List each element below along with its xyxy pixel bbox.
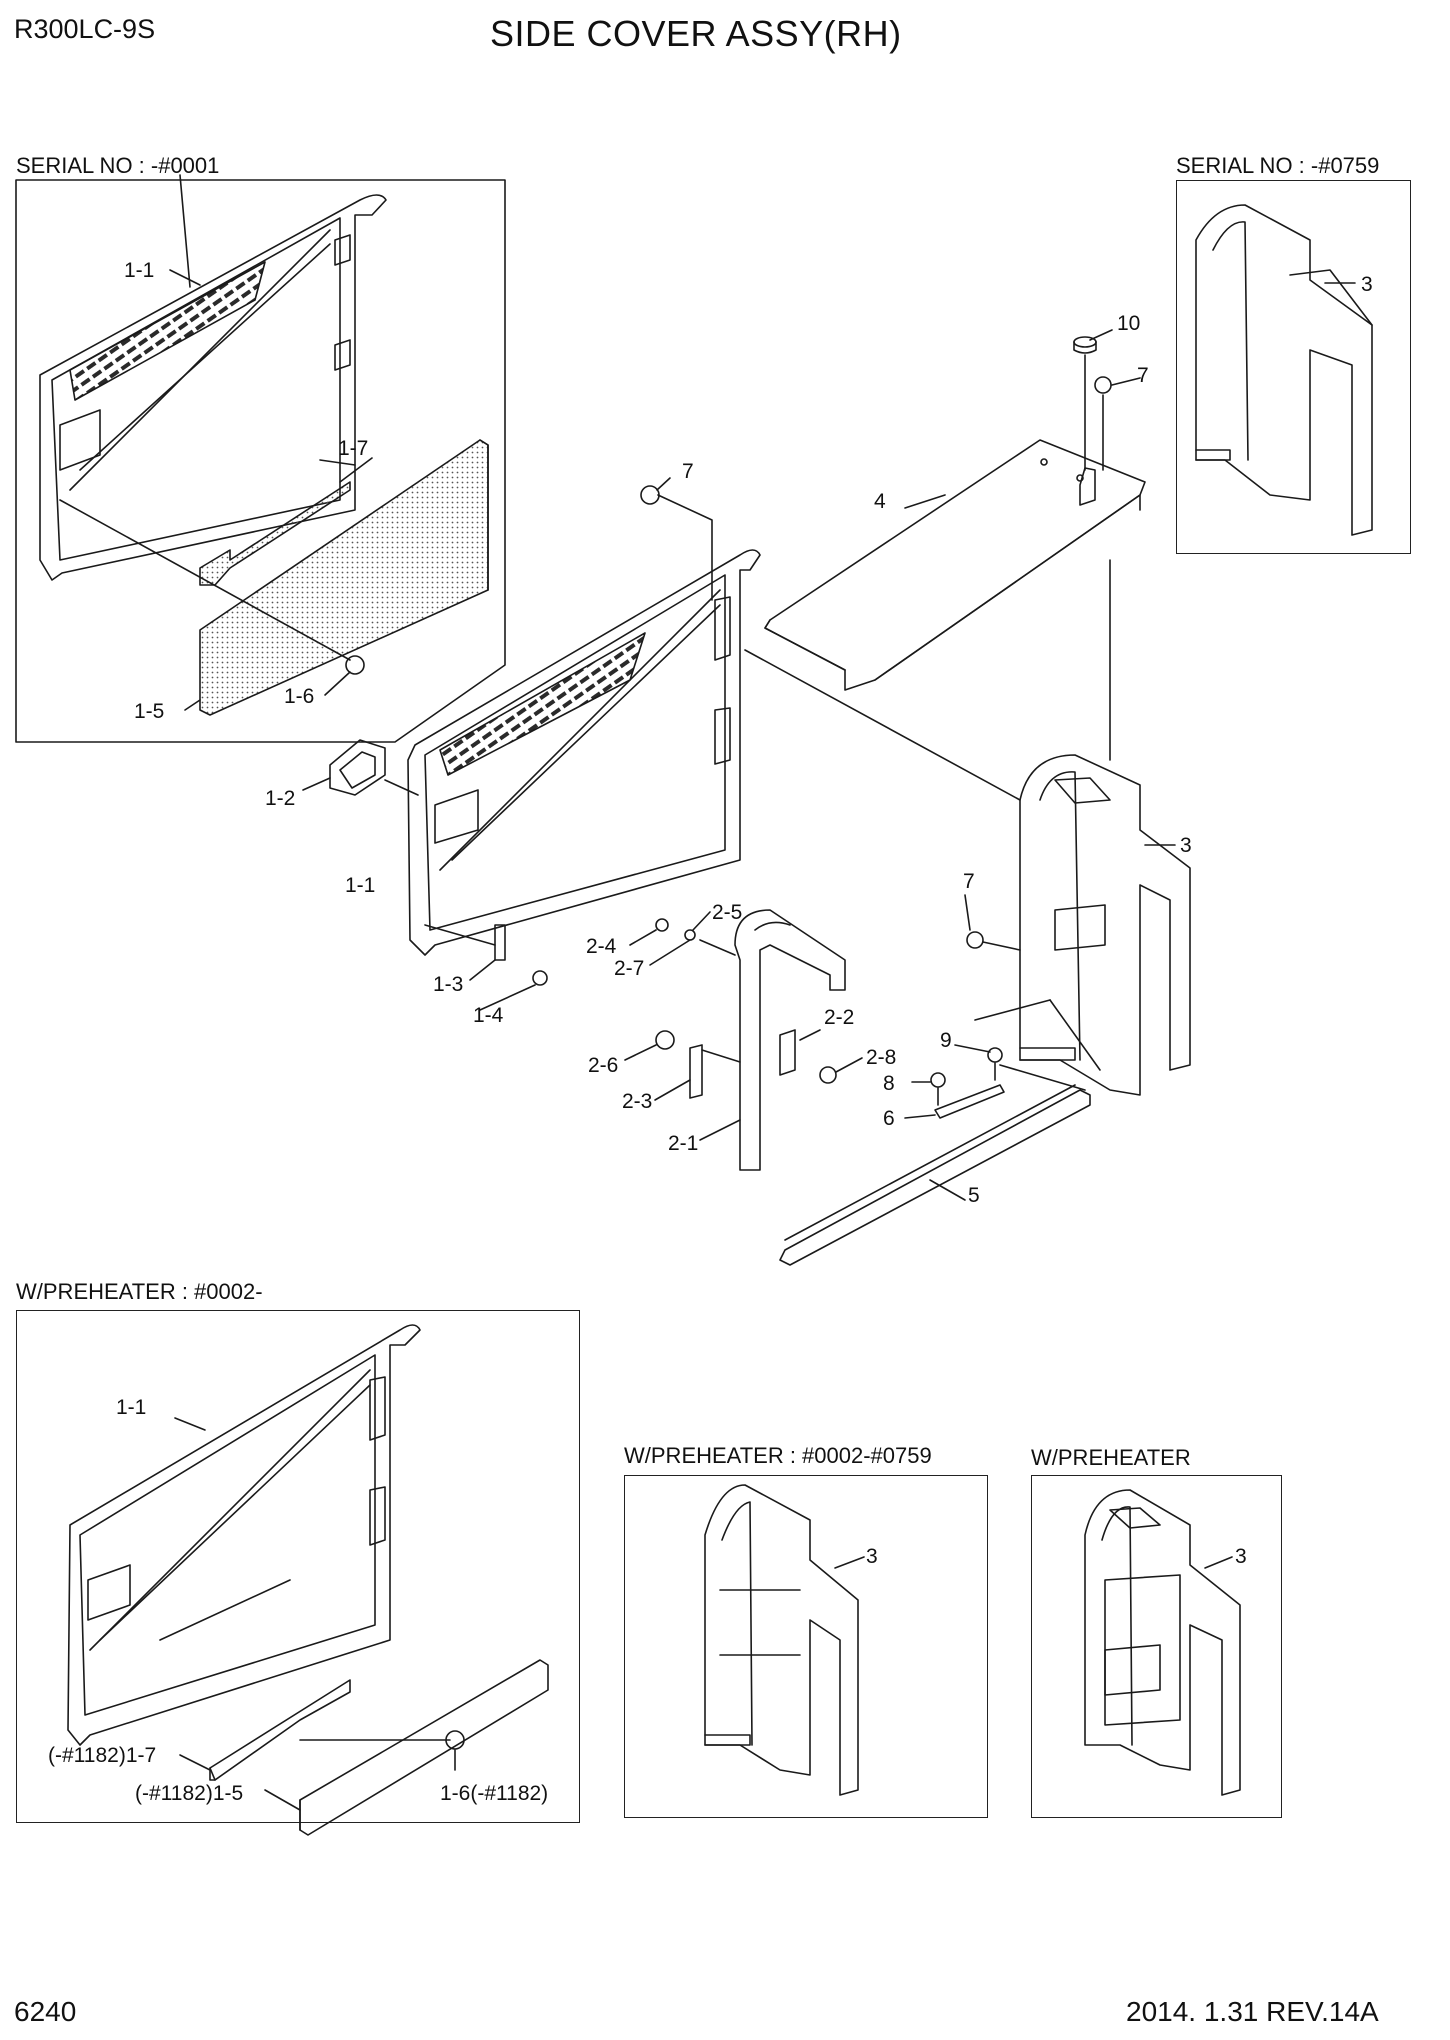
callout-1-4: 1-4 (473, 1004, 504, 1027)
link-6 (934, 1084, 1005, 1119)
callout-9: 9 (940, 1029, 952, 1052)
section-label-preheater-0002-0759: W/PREHEATER : #0002-#0759 (624, 1443, 932, 1468)
inset-box-preheater-0002-0759 (624, 1475, 988, 1818)
inset-box-preheater (1031, 1475, 1282, 1818)
bracket-2-3 (689, 1044, 703, 1099)
bracket-1-3 (494, 924, 506, 961)
bolt-2-8 (819, 1066, 837, 1084)
callout-8: 8 (883, 1072, 895, 1095)
bl-foam-1-7 (209, 1679, 351, 1781)
stay-2-1 (734, 909, 846, 1171)
callout-2-6: 2-6 (588, 1054, 618, 1077)
rail-5 (779, 1089, 1091, 1266)
callout-tl-1-5: 1-5 (134, 700, 164, 723)
tl-foam-1-7 (199, 481, 351, 586)
callout-2-4: 2-4 (586, 935, 617, 958)
tl-clip-1-6 (345, 655, 365, 675)
inset-box-serial-0759 (1176, 180, 1411, 554)
callout-1-2: 1-2 (265, 787, 295, 810)
callout-4: 4 (874, 490, 886, 513)
bolt-2-4 (655, 918, 669, 932)
callout-7-mid: 7 (682, 460, 694, 483)
section-label-serial-0001: SERIAL NO : -#0001 (16, 153, 220, 178)
tl-foam-1-5 (199, 439, 489, 716)
bolt-1-4 (532, 970, 548, 986)
model-number: R300LC-9S (14, 14, 156, 44)
callout-7-top: 7 (1137, 364, 1149, 387)
callout-2-5: 2-5 (712, 901, 742, 924)
callout-1-1: 1-1 (345, 874, 375, 897)
bolt-7-top (1094, 376, 1112, 394)
revision-date: 2014. 1.31 REV.14A (1126, 1996, 1379, 2027)
center-plate-4 (764, 439, 1146, 691)
callout-bl-1-5: (-#1182)1-5 (135, 1782, 243, 1805)
latch-1-2 (329, 739, 386, 796)
callout-tl-1-1: 1-1 (124, 259, 154, 282)
br-bracket-3 (1084, 1489, 1241, 1796)
section-label-preheater: W/PREHEATER (1031, 1445, 1191, 1470)
callout-2-8: 2-8 (866, 1046, 896, 1069)
tr-bracket-3 (1195, 204, 1373, 536)
callout-2-7: 2-7 (614, 957, 644, 980)
callout-br-3: 3 (1235, 1545, 1247, 1568)
callout-bl-1-7: (-#1182)1-7 (48, 1744, 156, 1767)
callout-5: 5 (968, 1184, 980, 1207)
center-bracket-3 (1019, 754, 1191, 1096)
callout-tr-3: 3 (1361, 273, 1373, 296)
bolt-7-low (966, 931, 984, 949)
callout-bm-3: 3 (866, 1545, 878, 1568)
page-number: 6240 (14, 1996, 77, 2027)
callout-2-2: 2-2 (824, 1006, 854, 1029)
bm-bracket-3 (704, 1484, 859, 1796)
bracket-2-2 (779, 1029, 796, 1076)
section-label-serial-0759: SERIAL NO : -#0759 (1176, 153, 1380, 178)
callout-6: 6 (883, 1107, 895, 1130)
callout-3: 3 (1180, 834, 1192, 857)
callout-tl-1-6: 1-6 (284, 685, 314, 708)
callout-2-3: 2-3 (622, 1090, 652, 1113)
section-label-preheater-0002: W/PREHEATER : #0002- (16, 1279, 263, 1304)
tl-side-cover-panel (39, 194, 387, 581)
inset-box-preheater-0002 (16, 1310, 580, 1823)
bl-side-cover-panel (67, 1324, 421, 1746)
inset-box-serial-0001 (15, 179, 506, 743)
callout-tl-1-7: 1-7 (338, 437, 368, 460)
bolt-7-mid (640, 485, 660, 505)
callout-bl-1-1: 1-1 (116, 1396, 146, 1419)
callout-7-low: 7 (963, 870, 975, 893)
washer-2-5 (684, 929, 696, 941)
bolt-2-6 (655, 1030, 675, 1050)
bolt-9 (987, 1047, 1003, 1063)
bolt-8 (930, 1072, 946, 1088)
page-title: SIDE COVER ASSY(RH) (490, 13, 902, 54)
callout-bl-1-6: 1-6(-#1182) (440, 1782, 548, 1805)
callout-1-3: 1-3 (433, 973, 463, 996)
callout-10: 10 (1117, 312, 1140, 335)
callout-2-1: 2-1 (668, 1132, 698, 1155)
bl-foam-1-5 (299, 1659, 549, 1836)
center-side-cover-panel (407, 549, 761, 956)
